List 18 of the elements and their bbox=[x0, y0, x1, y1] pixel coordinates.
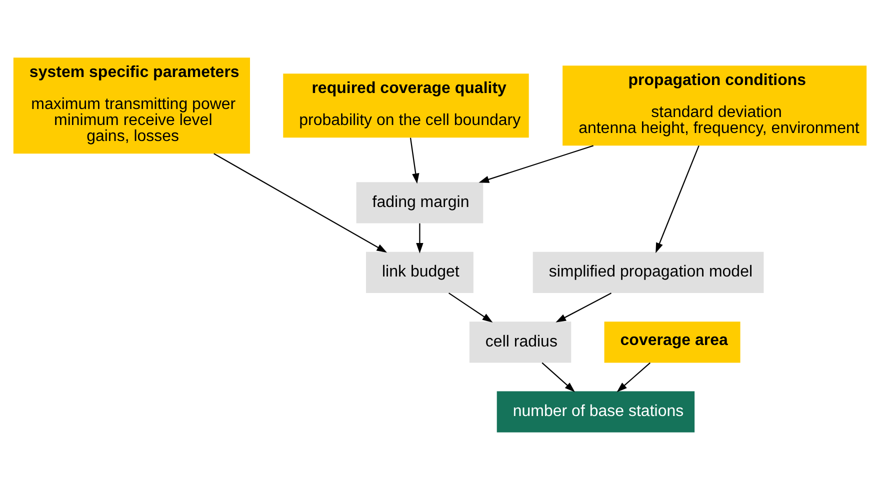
arrow bbox=[410, 138, 420, 184]
node-box: simplified propagation model bbox=[532, 252, 764, 293]
arrow bbox=[448, 292, 493, 322]
node-box: number of base stations bbox=[496, 391, 695, 432]
arrow bbox=[416, 223, 424, 254]
node-box: link budget bbox=[366, 252, 474, 293]
arrow bbox=[478, 145, 594, 183]
arrow bbox=[656, 146, 700, 254]
node-box: coverage area bbox=[604, 322, 740, 363]
arrow bbox=[556, 292, 612, 322]
node-box: system specific parameters maximum transmitting power minimum receive level gains, losses bbox=[13, 58, 250, 154]
node-box: fading margin bbox=[356, 182, 484, 224]
node-box: propagation conditions standard deviation antenna height, frequency, environment bbox=[562, 66, 867, 146]
arrow bbox=[542, 362, 575, 392]
node-box: cell radius bbox=[469, 322, 572, 363]
arrow bbox=[616, 362, 651, 392]
node-box: required coverage quality probability on the cell boundary bbox=[283, 74, 529, 138]
arrow bbox=[214, 153, 388, 253]
